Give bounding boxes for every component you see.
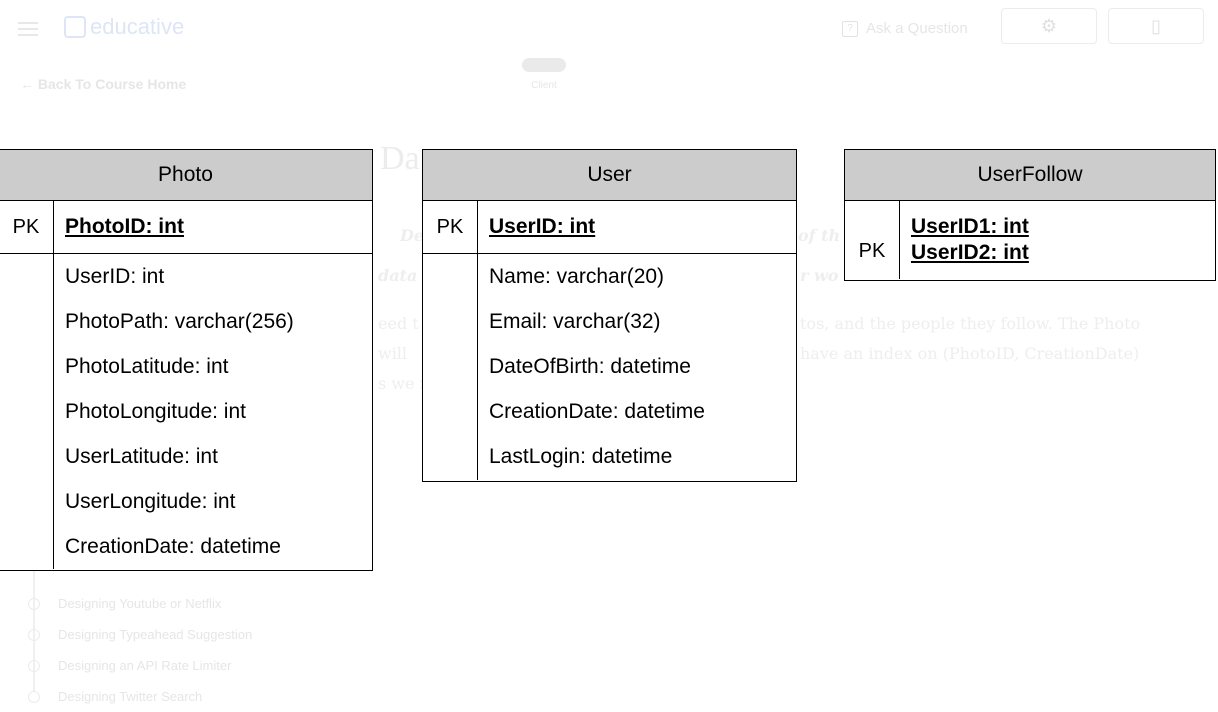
key-field: PhotoID: int: [65, 215, 184, 238]
client-label: Client: [531, 80, 557, 91]
nav-item-label: Designing Youtube or Netflix: [58, 596, 222, 611]
photo-table: Photo PK PhotoID: int UserID: int PhotoP…: [0, 149, 373, 571]
paragraph-fragment: eed t: [378, 314, 419, 333]
fields-row: Name: varchar(20) Email: varchar(32) Dat…: [423, 254, 796, 480]
pk-spacer: [423, 254, 478, 480]
nav-item-label: Designing Twitter Search: [58, 689, 203, 704]
table-field: PhotoLatitude: int: [65, 355, 229, 378]
paragraph-fragment: r wo: [800, 266, 839, 285]
ask-question-link[interactable]: ? Ask a Question: [842, 20, 968, 37]
table-field: UserID: int: [65, 265, 165, 288]
table-field: DateOfBirth: datetime: [489, 355, 691, 378]
table-field: CreationDate: datetime: [65, 535, 281, 558]
back-to-course-link[interactable]: ← Back To Course Home: [20, 76, 187, 92]
gear-icon: ⚙: [1040, 15, 1058, 36]
client-diagram: Client: [514, 58, 574, 91]
key-field: UserID2: int: [911, 241, 1029, 264]
pk-label: PK: [423, 201, 478, 253]
circle-icon: [28, 690, 40, 703]
key-field: UserID1: int: [911, 215, 1029, 238]
nav-item-label: Designing an API Rate Limiter: [58, 658, 232, 673]
nav-item[interactable]: Designing an API Rate Limiter: [28, 650, 252, 681]
table-header: Photo: [0, 150, 372, 201]
circle-icon: [28, 597, 40, 610]
pk-spacer: [0, 254, 54, 569]
table-header: UserFollow: [845, 150, 1215, 201]
question-icon: ?: [842, 20, 858, 37]
clipboard-icon: ▯: [1151, 15, 1161, 36]
hamburger-menu-icon[interactable]: [18, 18, 38, 40]
user-table: User PK UserID: int Name: varchar(20) Em…: [422, 149, 797, 482]
logo-text: educative: [90, 14, 185, 39]
nav-item[interactable]: Designing Typeahead Suggestion: [28, 619, 252, 650]
clipboard-button[interactable]: ▯: [1108, 8, 1204, 44]
paragraph-fragment: s we r: [378, 374, 428, 393]
table-header: User: [423, 150, 796, 201]
fields-row: UserID: int PhotoPath: varchar(256) Phot…: [0, 254, 372, 569]
paragraph-fragment: have an index on (PhotoID, CreationDate): [800, 344, 1140, 363]
table-field: UserLongitude: int: [65, 490, 236, 513]
table-field: LastLogin: datetime: [489, 445, 673, 468]
logo-icon: [64, 16, 86, 38]
logo[interactable]: educative: [64, 14, 184, 40]
primary-key-row: PK PhotoID: int: [0, 201, 372, 254]
paragraph-fragment: De: [400, 226, 425, 245]
paragraph-fragment: will: [378, 344, 408, 363]
paragraph-fragment: tos, and the people they follow. The Pho…: [800, 314, 1141, 333]
pk-label: PK: [0, 201, 54, 253]
background-page: educative ? Ask a Question ⚙ ▯ ← Back To…: [18, 8, 1204, 704]
table-field: Name: varchar(20): [489, 265, 665, 288]
table-field: PhotoLongitude: int: [65, 400, 246, 423]
pk-label: PK: [845, 201, 900, 279]
primary-key-row: PK UserID1: int UserID2: int: [845, 201, 1215, 279]
settings-button[interactable]: ⚙: [1001, 8, 1097, 44]
nav-item-label: Designing Typeahead Suggestion: [58, 627, 253, 642]
back-label: Back To Course Home: [37, 76, 187, 92]
course-nav-list: Designing Youtube or Netflix Designing T…: [28, 588, 252, 712]
cloud-icon: [522, 58, 566, 72]
primary-key-row: PK UserID: int: [423, 201, 796, 254]
userfollow-table: UserFollow PK UserID1: int UserID2: int: [844, 149, 1216, 281]
paragraph-fragment: of th: [798, 226, 841, 245]
nav-item[interactable]: Designing Youtube or Netflix: [28, 588, 252, 619]
table-field: Email: varchar(32): [489, 310, 661, 333]
nav-item[interactable]: Designing Twitter Search: [28, 681, 252, 712]
table-field: CreationDate: datetime: [489, 400, 705, 423]
circle-icon: [28, 628, 40, 641]
section-title: Da: [380, 140, 420, 177]
ask-question-label: Ask a Question: [866, 20, 968, 37]
circle-icon: [28, 659, 40, 672]
key-field: UserID: int: [489, 215, 596, 238]
paragraph-fragment: data: [378, 266, 418, 285]
table-field: PhotoPath: varchar(256): [65, 310, 294, 333]
table-field: UserLatitude: int: [65, 445, 218, 468]
